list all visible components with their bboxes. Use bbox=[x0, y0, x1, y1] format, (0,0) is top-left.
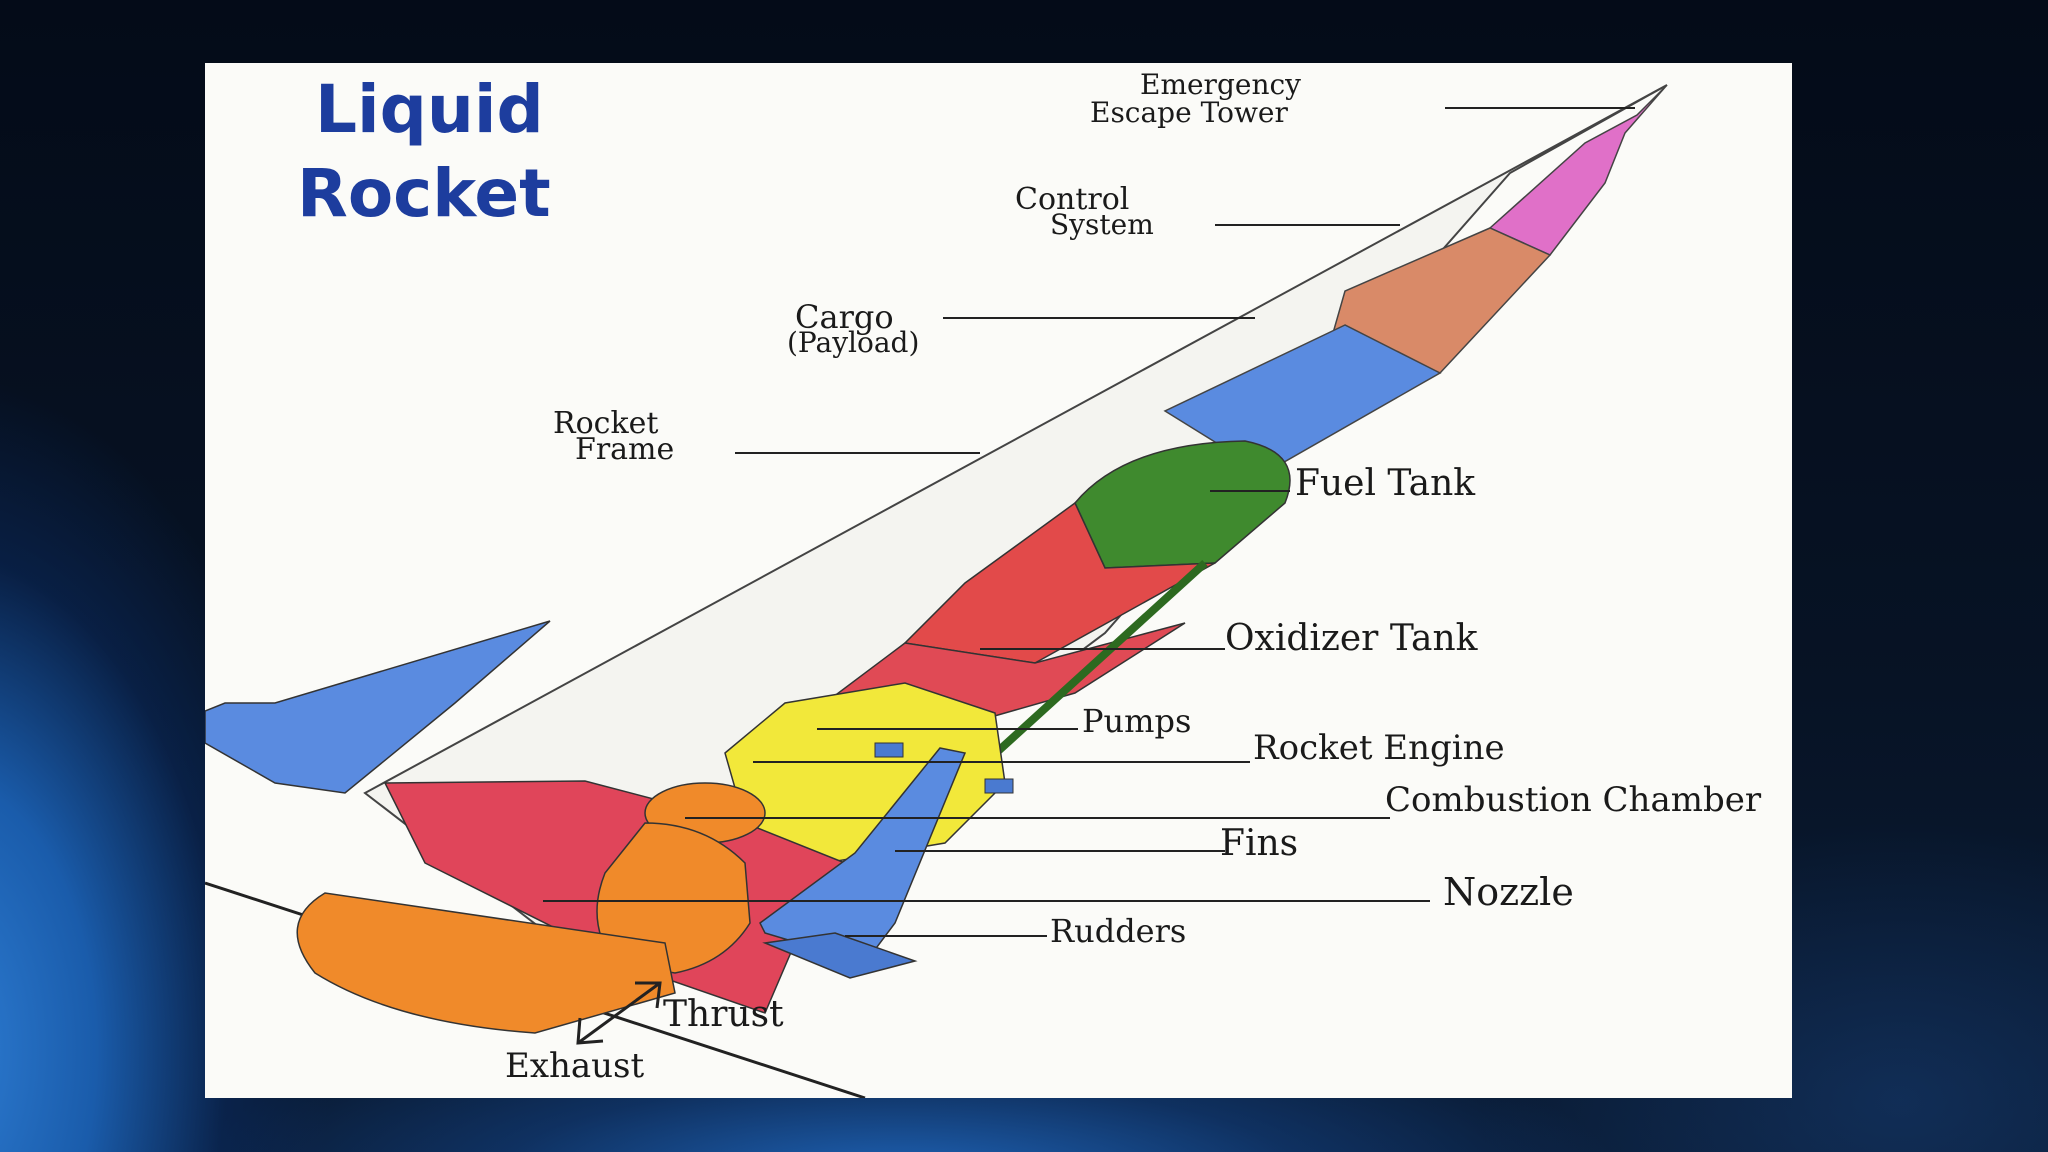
diagram-slide: Liquid Rocket Emergency Escape Tower Con… bbox=[205, 63, 1792, 1098]
label-cargo-2: (Payload) bbox=[787, 326, 920, 359]
label-fuel-tank: Fuel Tank bbox=[1295, 463, 1476, 504]
thrust-arrowhead bbox=[635, 981, 662, 1009]
label-thrust: Thrust bbox=[663, 994, 784, 1035]
nozzle bbox=[296, 892, 676, 1034]
label-pumps: Pumps bbox=[1082, 702, 1192, 740]
label-control-1: Control bbox=[1015, 182, 1130, 217]
label-combustion-chamber: Combustion Chamber bbox=[1385, 780, 1762, 820]
fin-left bbox=[205, 620, 551, 794]
label-escape-tower-1: Emergency bbox=[1140, 68, 1301, 101]
label-nozzle: Nozzle bbox=[1443, 870, 1574, 914]
label-escape-tower-2: Escape Tower bbox=[1090, 96, 1288, 129]
rudder bbox=[762, 932, 918, 979]
label-frame-1: Rocket bbox=[553, 406, 659, 441]
label-fins: Fins bbox=[1220, 823, 1299, 864]
label-rudders: Rudders bbox=[1050, 912, 1187, 950]
label-exhaust: Exhaust bbox=[505, 1046, 645, 1086]
rocket-diagram bbox=[205, 84, 1668, 1098]
combustion-chamber bbox=[596, 822, 751, 974]
label-control-2: System bbox=[1050, 208, 1154, 241]
label-cargo-1: Cargo bbox=[795, 298, 894, 336]
label-frame-2: Frame bbox=[575, 432, 675, 467]
pump-right bbox=[984, 778, 1014, 794]
label-rocket-engine: Rocket Engine bbox=[1253, 728, 1505, 768]
title-line-2: Rocket bbox=[297, 155, 551, 232]
exhaust-arrowhead bbox=[576, 1017, 604, 1045]
title-line-1: Liquid bbox=[315, 71, 544, 148]
pump-left bbox=[874, 742, 904, 758]
thrust-exhaust-arrow bbox=[577, 981, 661, 1045]
label-oxidizer-tank: Oxidizer Tank bbox=[1225, 618, 1478, 659]
